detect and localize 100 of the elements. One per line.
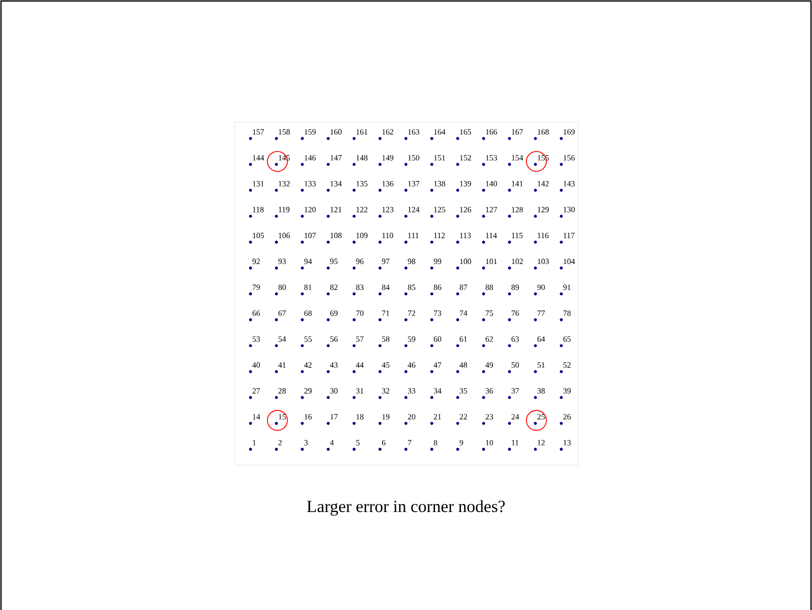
node-number: 130 <box>564 206 575 212</box>
node-number: 76 <box>512 310 519 316</box>
node-number: 22 <box>460 414 467 420</box>
node-number: 141 <box>512 181 523 186</box>
node-number: 20 <box>408 414 416 420</box>
node-number: 14 <box>252 414 260 420</box>
node-number: 33 <box>408 388 416 394</box>
node-number: 159 <box>304 129 316 135</box>
node-number: 168 <box>538 129 549 135</box>
node-number: 27 <box>252 388 260 394</box>
node-number: 64 <box>537 336 545 342</box>
node-number: 128 <box>512 206 523 212</box>
node-number: 95 <box>330 258 338 264</box>
node-number: 57 <box>356 336 364 342</box>
node-number: 127 <box>486 206 498 212</box>
node-number: 11 <box>512 440 518 446</box>
node-number: 59 <box>408 336 416 342</box>
node-number: 122 <box>356 206 368 212</box>
node-number: 131 <box>252 181 264 186</box>
node-number: 17 <box>330 414 338 420</box>
node-number: 49 <box>485 362 493 368</box>
node-number: 90 <box>537 284 545 290</box>
node-number: 166 <box>486 129 498 135</box>
node-number: 160 <box>330 129 342 135</box>
node-number: 12 <box>538 440 545 446</box>
node-number: 36 <box>486 388 494 394</box>
node-number: 119 <box>278 206 290 212</box>
node-number: 107 <box>304 232 316 238</box>
node-number: 138 <box>434 180 446 186</box>
node-number: 139 <box>460 181 472 186</box>
node-number: 158 <box>278 129 290 135</box>
node-number: 148 <box>356 155 368 160</box>
node-number: 67 <box>278 310 286 316</box>
node-number: 123 <box>382 206 394 212</box>
node-number: 101 <box>486 258 497 264</box>
node-number: 72 <box>408 310 416 316</box>
node-number: 78 <box>564 310 571 316</box>
node-number: 42 <box>304 362 312 368</box>
node-number: 85 <box>408 284 416 290</box>
node-number: 157 <box>252 129 264 135</box>
node-number: 97 <box>382 258 390 264</box>
node-number: 19 <box>382 414 390 420</box>
node-number: 45 <box>382 362 390 368</box>
node-number: 13 <box>564 440 571 446</box>
node-number: 121 <box>330 206 342 212</box>
node-number: 102 <box>512 258 523 264</box>
node-number: 126 <box>460 206 472 212</box>
node-number: 120 <box>304 206 316 212</box>
node-number: 60 <box>434 336 442 342</box>
node-number: 133 <box>304 181 316 186</box>
node-number: 105 <box>252 232 264 238</box>
node-number: 34 <box>434 388 442 394</box>
node-number: 79 <box>252 284 260 290</box>
node-number: 113 <box>460 232 471 238</box>
node-number: 77 <box>538 310 545 316</box>
node-number: 65 <box>563 336 571 342</box>
node-number: 21 <box>434 414 442 420</box>
node-number: 8 <box>434 440 438 446</box>
node-number: 108 <box>330 232 342 238</box>
node-number: 10 <box>486 440 493 446</box>
node-number: 118 <box>252 206 264 212</box>
node-number: 24 <box>512 414 520 420</box>
node-number: 31 <box>356 388 364 394</box>
node-number: 51 <box>538 362 545 368</box>
node-number: 6 <box>382 440 386 446</box>
node-number: 38 <box>537 388 545 394</box>
node-number: 129 <box>538 206 549 212</box>
node-number: 2 <box>278 440 282 446</box>
node-number: 98 <box>408 258 416 264</box>
node-number: 4 <box>330 440 334 446</box>
node-number: 116 <box>538 232 549 238</box>
node-number: 54 <box>278 336 286 342</box>
node-number: 75 <box>486 310 493 316</box>
node-number: 52 <box>563 362 571 368</box>
node-number: 32 <box>382 388 390 394</box>
node-number: 84 <box>382 284 390 290</box>
node-number: 112 <box>434 232 445 238</box>
node-number: 39 <box>563 388 571 394</box>
node-number: 46 <box>408 362 416 368</box>
node-number: 61 <box>460 336 467 342</box>
caption: Larger error in corner nodes? <box>307 500 505 516</box>
node-number: 1 <box>252 440 256 446</box>
node-number: 161 <box>356 129 368 135</box>
node-number: 86 <box>434 284 442 290</box>
node-number: 103 <box>538 258 549 264</box>
node-number: 63 <box>512 336 519 342</box>
node-number: 47 <box>434 362 442 368</box>
node-number: 83 <box>356 284 364 290</box>
highlight-circle <box>266 150 288 172</box>
node-number: 142 <box>538 181 549 186</box>
node-number: 41 <box>278 362 286 368</box>
node-number: 88 <box>486 284 493 290</box>
node-number: 53 <box>252 336 260 342</box>
node-number: 106 <box>278 232 290 238</box>
node-number: 104 <box>564 258 575 264</box>
node-number: 56 <box>330 336 338 342</box>
node-number: 115 <box>512 232 523 238</box>
node-number: 48 <box>460 362 468 368</box>
node-number: 93 <box>278 258 286 264</box>
node-number: 152 <box>460 155 471 160</box>
